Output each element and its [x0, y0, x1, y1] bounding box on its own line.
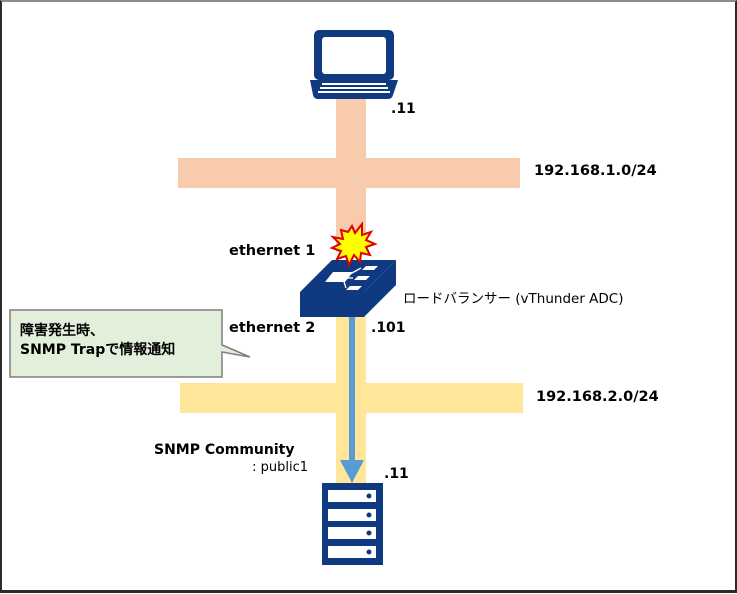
- snmp-community-value: : public1: [252, 460, 308, 475]
- network-upper-bar: [178, 158, 520, 188]
- laptop-icon: [310, 30, 398, 99]
- snmp-trap-arrow: [340, 316, 364, 483]
- interface-upper-label: ethernet 1: [229, 243, 316, 259]
- callout-bubble: [9, 309, 251, 378]
- callout-text: 障害発生時、 SNMP Trapで情報通知: [20, 322, 175, 360]
- explosion-burst-icon: [329, 221, 378, 268]
- server-icon: [322, 483, 383, 565]
- switch-icon: [300, 260, 396, 317]
- network-upper-cidr: 192.168.1.0/24: [534, 163, 657, 179]
- network-lower-cidr: 192.168.2.0/24: [536, 389, 659, 405]
- server-ip-label: .11: [384, 466, 409, 482]
- load-balancer-ip-label: .101: [371, 320, 406, 336]
- callout-line-2: SNMP Trapで情報通知: [20, 342, 176, 358]
- interface-lower-label: ethernet 2: [229, 320, 316, 336]
- snmp-community-title: SNMP Community: [154, 442, 295, 458]
- callout-line-1: 障害発生時、: [20, 323, 104, 339]
- load-balancer-name: ロードバランサー (vThunder ADC): [403, 291, 624, 307]
- client-ip-label: .11: [391, 101, 416, 117]
